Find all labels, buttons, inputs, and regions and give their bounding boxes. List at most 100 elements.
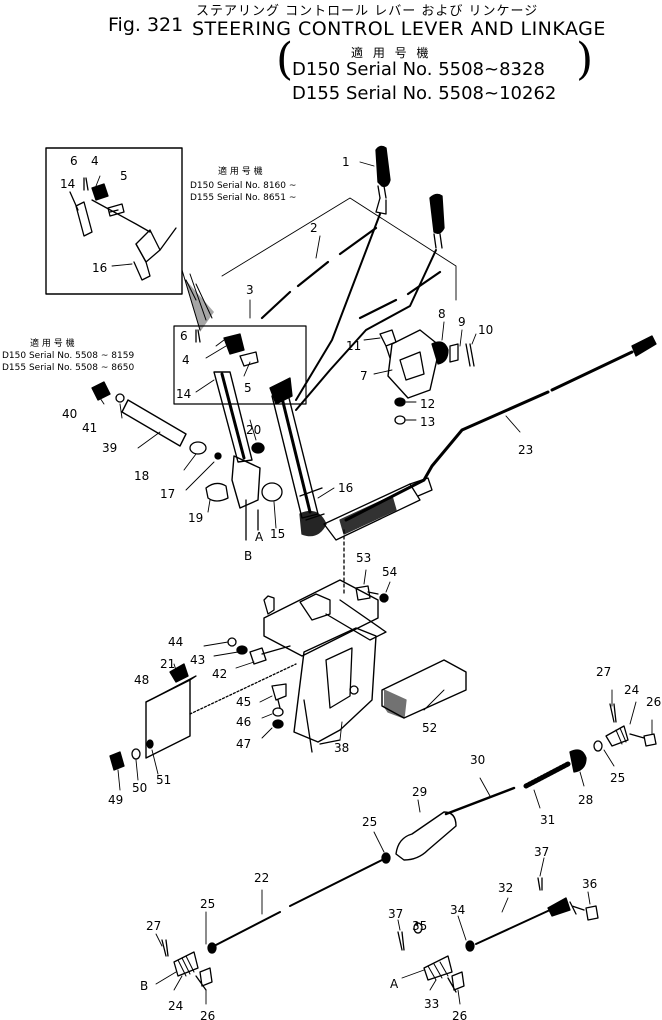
inset-parts [69,177,177,281]
callout-c43: 43 [190,653,205,667]
callout-c44: 44 [168,635,183,649]
callout-c19: 19 [188,511,203,525]
callout-c51: 51 [156,773,171,787]
callout-c37b: 37 [388,907,403,921]
callout-c17: 17 [160,487,175,501]
callout-c54: 54 [382,565,397,579]
left-parenthesis: ( [276,34,294,85]
callout-c52: 52 [422,721,437,735]
long-rod-23 [323,335,657,541]
callout-c10: 10 [478,323,493,337]
callout-c35: 35 [412,919,427,933]
callout-c14: 14 [176,387,191,401]
callout-c16: 16 [338,481,353,495]
callout-c5: 5 [244,381,252,395]
leader-a-b [245,499,259,541]
rod-32 [397,877,599,993]
callout-c38: 38 [334,741,349,755]
callout-c37a: 37 [534,845,549,859]
callout-c12: 12 [420,397,435,411]
callout-c8: 8 [438,307,446,321]
callout-c21: 21 [160,657,175,671]
callout-c45: 45 [236,695,251,709]
callout-c30: 30 [470,753,485,767]
applicable-models-label: 適 用 号 機 [351,46,432,60]
note-main-d150: D150 Serial No. 5508 ~ 8159 [2,351,134,361]
callout-c28: 28 [578,793,593,807]
title-english: STEERING CONTROL LEVER AND LINKAGE [192,18,606,40]
callout-c26b: 26 [200,1009,215,1020]
callout-c-inset-4: 4 [91,154,99,168]
callout-c4: 4 [182,353,190,367]
callout-c25b: 25 [362,815,377,829]
callout-c-inset-5: 5 [120,169,128,183]
callout-c6: 6 [180,329,188,343]
callout-c13: 13 [420,415,435,429]
note-main-d155: D155 Serial No. 5508 ~ 8650 [2,363,134,373]
callout-c26c: 26 [452,1009,467,1020]
note-inset-d150: D150 Serial No. 8160 ~ [190,181,296,191]
callout-c11: 11 [346,339,361,353]
callout-c26a: 26 [646,695,661,709]
callout-c22: 22 [254,871,269,885]
callout-c29: 29 [412,785,427,799]
callout-c20: 20 [246,423,261,437]
callout-c39: 39 [102,441,117,455]
callout-c24b: 24 [168,999,183,1013]
callout-c15: 15 [270,527,285,541]
callout-c40: 40 [62,407,77,421]
callout-numbers: 6 4 5 14 16 1 2 3 6 4 5 14 8 9 10 11 7 1… [60,154,661,1020]
callout-c-inset-14: 14 [60,177,75,191]
bolts-washers [109,585,389,771]
callout-c31: 31 [540,813,555,827]
rod-22 [161,852,391,991]
mounting-bracket-38 [263,529,387,753]
plate-48 [145,663,297,759]
callout-c46: 46 [236,715,251,729]
callout-cB1: B [244,549,252,563]
callout-c41: 41 [82,421,97,435]
title-japanese: ステアリング コントロール レバー および リンケージ [196,4,539,19]
bracket-assembly [379,329,475,425]
callout-c-inset-6: 6 [70,154,78,168]
callout-c53: 53 [356,551,371,565]
serial-notes: 適 用 号 機 D150 Serial No. 8160 ~ D155 Seri… [2,165,296,373]
callout-c27b: 27 [146,919,161,933]
callout-cA2: A [390,977,399,991]
callout-c2: 2 [310,221,318,235]
bar-52 [381,659,467,719]
callout-c32: 32 [498,881,513,895]
callout-cB2: B [140,979,148,993]
leader-lines [95,161,653,1005]
callout-c18: 18 [134,469,149,483]
inset-detail-box [45,147,214,332]
callout-c9: 9 [458,315,466,329]
callout-c36: 36 [582,877,597,891]
callout-c25a: 25 [610,771,625,785]
callout-c24a: 24 [624,683,639,697]
right-parenthesis: ) [576,34,594,85]
callout-c25c: 25 [200,897,215,911]
callout-cA1: A [255,530,264,544]
note-main-jp: 適 用 号 機 [30,337,75,349]
callout-c-inset-16: 16 [92,261,107,275]
pin-group-left [91,381,327,537]
serial-range-d150: D150 Serial No. 5508~8328 [292,59,545,80]
callout-c50: 50 [132,781,147,795]
cylinder-and-springs [395,703,657,861]
main-detail-box [173,325,307,405]
serial-range-d155: D155 Serial No. 5508~10262 [292,83,557,104]
callout-c7: 7 [360,369,368,383]
callout-c23: 23 [518,443,533,457]
callout-c47: 47 [236,737,251,751]
note-inset-jp: 適 用 号 機 [218,165,263,177]
figure-number: Fig. 321 [108,14,184,36]
callout-c49: 49 [108,793,123,807]
callout-c1: 1 [342,155,350,169]
note-inset-d155: D155 Serial No. 8651 ~ [190,193,296,203]
callout-c34: 34 [450,903,465,917]
callout-c42: 42 [212,667,227,681]
figure-header: ステアリング コントロール レバー および リンケージ Fig. 321 STE… [0,0,662,110]
callout-c3: 3 [246,283,254,297]
